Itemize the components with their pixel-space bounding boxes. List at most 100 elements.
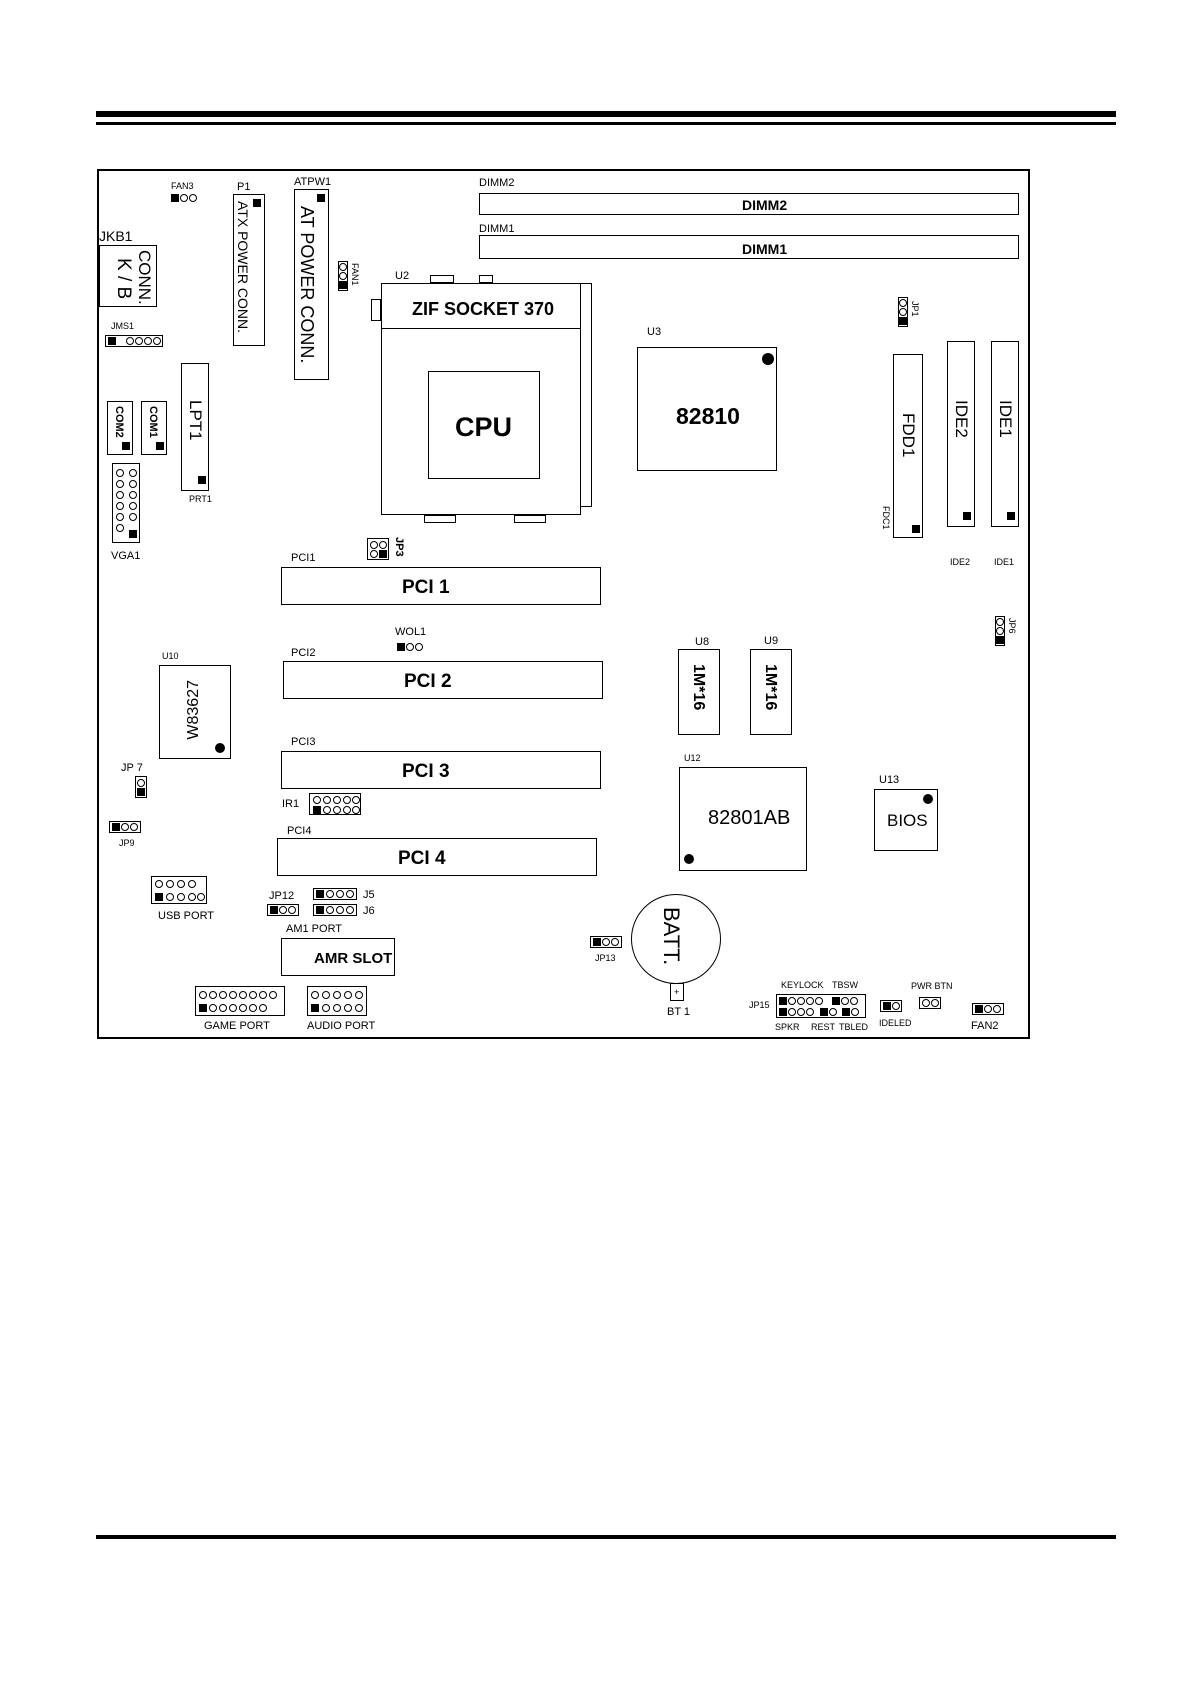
- audio-pin-b3: [333, 1004, 341, 1012]
- jp9-pin1: [112, 823, 120, 831]
- wol1-pin2: [406, 643, 414, 651]
- socket-tab-top-left: [430, 275, 454, 283]
- prt1-label: PRT1: [189, 494, 212, 504]
- ir1-header: [309, 793, 361, 815]
- u8-chip: 1M*16: [678, 649, 720, 735]
- game-pin-b5: [239, 1004, 247, 1012]
- jp6-label: JP6: [1007, 618, 1017, 634]
- jp3-pin1: [370, 541, 378, 549]
- amr-label: AM1 PORT: [286, 923, 343, 935]
- jms1-pin4: [144, 337, 152, 345]
- usb-pin-a4: [188, 880, 196, 888]
- amr-slot: AMR SLOT: [281, 938, 395, 976]
- pci2-slot: PCI 2: [283, 661, 603, 699]
- lpt1-connector: LPT1: [181, 363, 209, 491]
- tbsw-label: TBSW: [832, 980, 858, 990]
- keylock-pin5: [815, 997, 823, 1005]
- atx-power-connector: ATX POWER CONN.: [233, 194, 265, 346]
- dimm1-slot: DIMM1: [479, 235, 1019, 259]
- jms1-label: JMS1: [111, 321, 135, 331]
- pwr-btn-header: [919, 997, 941, 1009]
- header-rule-thin: [96, 122, 1116, 125]
- u3-text: 82810: [676, 403, 740, 429]
- ide1-ref: IDE1: [994, 557, 1015, 567]
- spkr-pin4: [806, 1008, 814, 1016]
- pci1-label: PCI1: [291, 552, 316, 564]
- u12-pin1-marker: [684, 854, 694, 864]
- atpw1-label: ATPW1: [294, 176, 332, 188]
- battery-plus: +: [674, 987, 680, 997]
- u3-pin1-marker: [762, 353, 774, 365]
- wol1-pin3: [415, 643, 423, 651]
- game-pin-b1: [199, 1004, 207, 1012]
- j6-pin4: [346, 906, 354, 914]
- dimm2-slot: DIMM2: [479, 193, 1019, 215]
- pci4-text: PCI 4: [398, 848, 446, 869]
- j5-pin4: [346, 890, 354, 898]
- game-pin-b7: [259, 1004, 267, 1012]
- keylock-pin3: [797, 997, 805, 1005]
- usb-pin-b2: [166, 893, 174, 901]
- usb-pin-a2: [166, 880, 174, 888]
- ir1-pin-a3: [333, 796, 341, 804]
- u8-label: U8: [695, 636, 710, 648]
- jp12-pin3: [288, 906, 296, 914]
- game-pin-a4: [229, 991, 237, 999]
- dimm2-text: DIMM2: [742, 197, 788, 213]
- jp13-pin2: [602, 938, 610, 946]
- jp13-label: JP13: [595, 953, 616, 963]
- game-port-header: [195, 986, 285, 1016]
- jp6-pin2: [996, 627, 1004, 635]
- battery-terminal: +: [670, 983, 684, 1001]
- audio-pin-b2: [322, 1004, 330, 1012]
- rest-pin2: [829, 1008, 837, 1016]
- audio-pin-a5: [355, 991, 363, 999]
- ir1-pin-a1: [313, 796, 321, 804]
- audio-port-label: AUDIO PORT: [307, 1020, 376, 1032]
- jp1-pin1: [899, 299, 907, 307]
- fan1-pin1: [339, 281, 347, 289]
- fdd1-pin1: [912, 525, 920, 533]
- ide2-connector: IDE2: [947, 341, 975, 527]
- u2-label: U2: [395, 270, 410, 282]
- at-power-pin1: [317, 194, 325, 202]
- vga1-connector: [112, 463, 140, 543]
- u10-pin1-marker: [215, 743, 225, 753]
- ide1-pin1: [1007, 512, 1015, 520]
- jp6-header: [995, 616, 1005, 646]
- u13-text: BIOS: [887, 811, 928, 830]
- pwr-btn-pin1: [922, 999, 930, 1007]
- jms1-pin1: [108, 337, 116, 345]
- ir1-pin-b4: [343, 806, 351, 814]
- jp3-pin3: [370, 550, 378, 558]
- pci3-label: PCI3: [291, 736, 316, 748]
- u3-label: U3: [647, 326, 662, 338]
- vga-pin-a2: [129, 469, 137, 477]
- fan2-label: FAN2: [971, 1020, 999, 1032]
- u13-label: U13: [879, 774, 900, 786]
- audio-pin-a3: [333, 991, 341, 999]
- keylock-pin2: [788, 997, 796, 1005]
- tbled-label: TBLED: [839, 1022, 869, 1032]
- lpt1-pin1: [198, 476, 206, 484]
- fan1-pin3: [339, 263, 347, 271]
- u10-text: W83627: [185, 680, 202, 740]
- jp6-pin1: [996, 618, 1004, 626]
- tbled-pin1: [842, 1008, 850, 1016]
- keyboard-connector: K / B CONN.: [99, 245, 157, 307]
- j6-header: [313, 904, 357, 916]
- vga-pin-f1: [116, 524, 124, 532]
- vga-pin-a1: [116, 469, 124, 477]
- jp13-header: [590, 936, 622, 948]
- pci2-text: PCI 2: [404, 671, 452, 692]
- jms1-pin2: [126, 337, 134, 345]
- u13-chip: BIOS: [874, 789, 938, 851]
- jp1-pin3: [899, 317, 907, 325]
- u12-label: U12: [684, 753, 701, 763]
- u3-chip: 82810: [637, 347, 777, 471]
- tbsw-pin1: [832, 997, 840, 1005]
- j5-pin2: [326, 890, 334, 898]
- ideled-header: [880, 1000, 902, 1012]
- audio-pin-a1: [311, 991, 319, 999]
- fdc1-label: FDC1: [881, 506, 891, 530]
